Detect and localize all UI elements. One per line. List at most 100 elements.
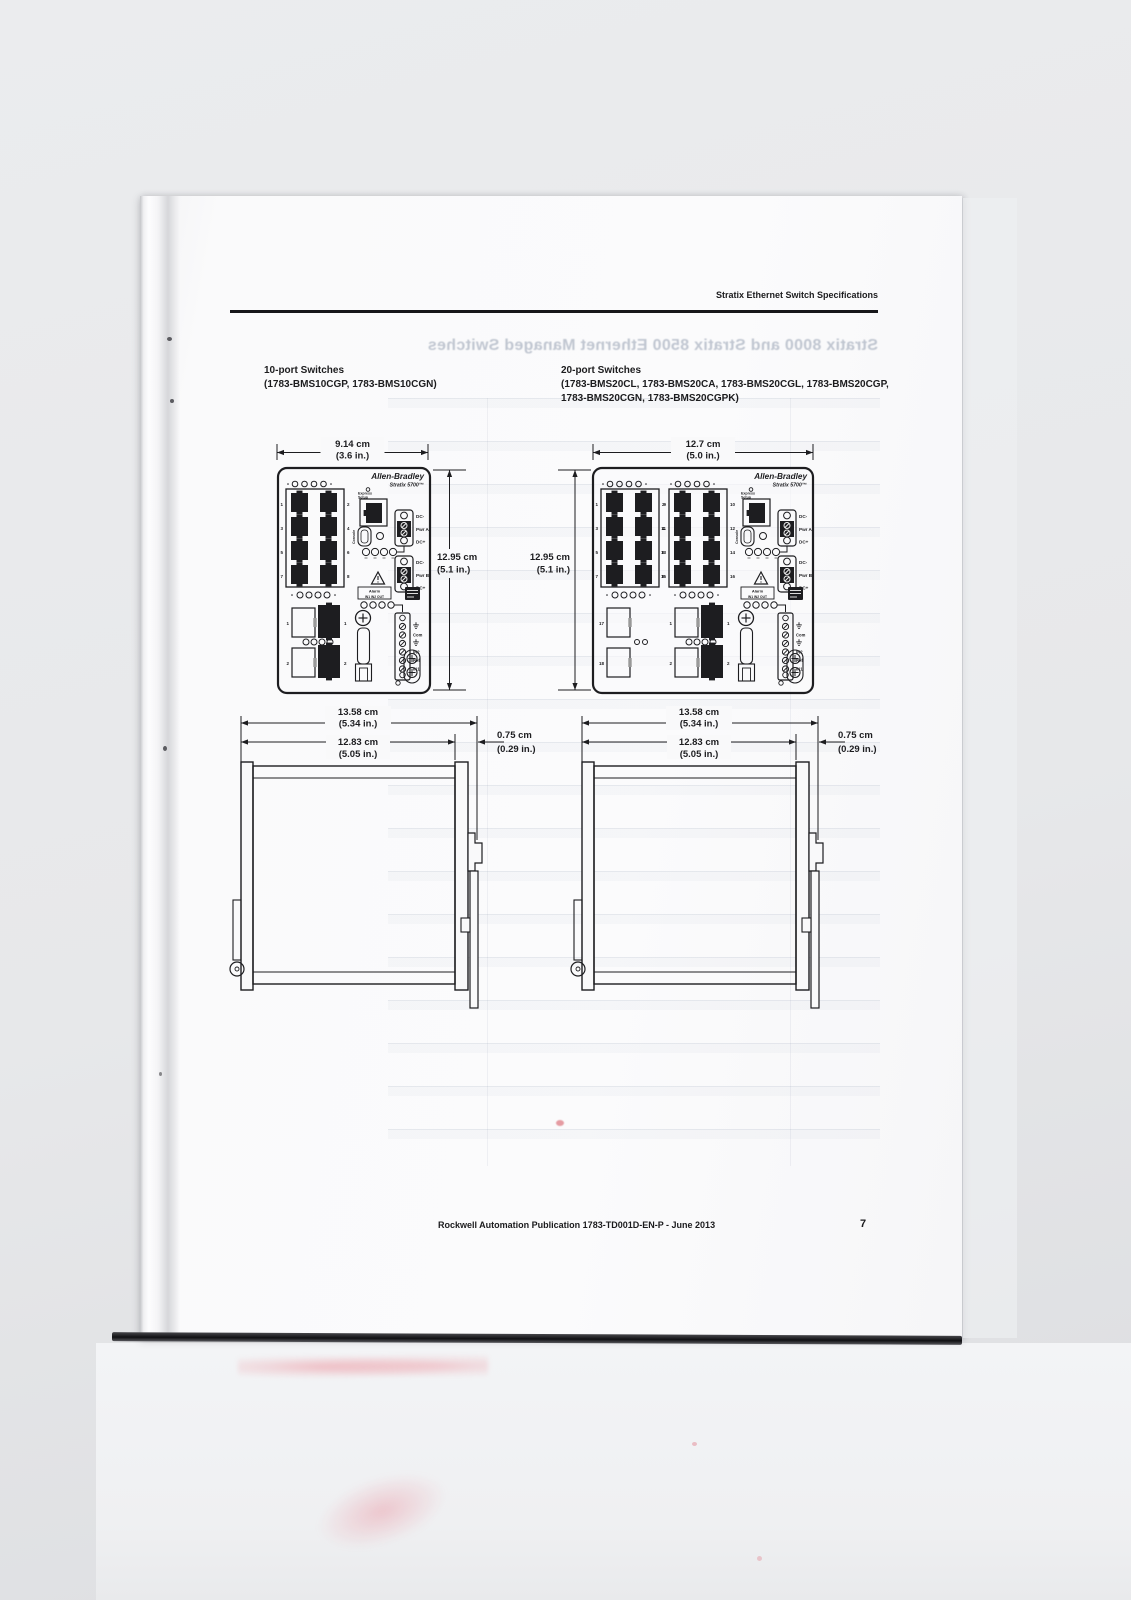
svg-text:Setup: Setup bbox=[741, 496, 752, 500]
svg-text:16: 16 bbox=[730, 574, 736, 579]
svg-text:DC-: DC- bbox=[799, 514, 808, 519]
section-10port: 10-port Switches (1783-BMS10CGP, 1783-BM… bbox=[264, 364, 437, 392]
page-right-edge bbox=[962, 198, 1017, 1338]
svg-text:(5.1 in.): (5.1 in.) bbox=[437, 565, 470, 576]
section-20port-catalogs-2: 1783-BMS20CGN, 1783-BMS20CGPK) bbox=[561, 393, 739, 404]
svg-text:Stratix 5700™: Stratix 5700™ bbox=[773, 483, 807, 489]
svg-text:Pwr A: Pwr A bbox=[799, 527, 813, 532]
header-rule bbox=[230, 310, 878, 313]
svg-text:1: 1 bbox=[595, 502, 598, 507]
staple-speck bbox=[159, 1072, 162, 1076]
svg-text:Pwr B: Pwr B bbox=[799, 573, 813, 578]
svg-text:Pwr B: Pwr B bbox=[416, 573, 430, 578]
svg-text:Alarm: Alarm bbox=[369, 589, 381, 594]
svg-text:(0.29 in.): (0.29 in.) bbox=[838, 744, 877, 755]
svg-text:1: 1 bbox=[344, 621, 347, 626]
svg-text:14: 14 bbox=[730, 550, 736, 555]
height-dimension-10port: 12.95 cm (5.1 in.) bbox=[433, 469, 477, 691]
section-20port: 20-port Switches (1783-BMS20CL, 1783-BMS… bbox=[561, 364, 889, 406]
svg-text:2: 2 bbox=[347, 502, 350, 507]
svg-text:(5.05 in.): (5.05 in.) bbox=[680, 749, 719, 760]
svg-text:2: 2 bbox=[669, 661, 672, 666]
page-number: 7 bbox=[860, 1218, 867, 1230]
svg-text:DC+: DC+ bbox=[799, 540, 809, 545]
bleedthrough-column-line bbox=[790, 398, 791, 1166]
svg-text:Express: Express bbox=[741, 492, 755, 496]
svg-text:(0.29 in.): (0.29 in.) bbox=[497, 744, 536, 755]
svg-text:Alarm: Alarm bbox=[752, 589, 764, 594]
width-dimension-10port: 9.14 cm(3.6 in.) bbox=[276, 437, 429, 462]
svg-text:Pwr A: Pwr A bbox=[416, 527, 430, 532]
svg-text:12.95 cm: 12.95 cm bbox=[437, 552, 477, 563]
svg-text:IN1 IN2 OUT: IN1 IN2 OUT bbox=[365, 595, 384, 599]
svg-text:(5.05 in.): (5.05 in.) bbox=[339, 749, 378, 760]
svg-text:Com: Com bbox=[796, 633, 806, 638]
svg-text:6: 6 bbox=[347, 550, 350, 555]
svg-text:1: 1 bbox=[727, 621, 730, 626]
side-view-20port bbox=[570, 761, 824, 1009]
svg-text:8: 8 bbox=[347, 574, 350, 579]
svg-text:13.58 cm: 13.58 cm bbox=[338, 707, 378, 718]
svg-text:0.75 cm: 0.75 cm bbox=[497, 730, 532, 741]
svg-text:2: 2 bbox=[286, 661, 289, 666]
page-binding-fold bbox=[140, 196, 180, 1338]
svg-text:5: 5 bbox=[280, 550, 283, 555]
svg-text:3: 3 bbox=[280, 526, 283, 531]
height-dimension-20port: 12.95 cm(5.1 in.) bbox=[530, 469, 591, 691]
svg-text:10: 10 bbox=[730, 502, 736, 507]
section-10port-catalogs: (1783-BMS10CGP, 1783-BMS10CGN) bbox=[264, 379, 437, 390]
svg-text:5: 5 bbox=[595, 550, 598, 555]
svg-text:12: 12 bbox=[730, 526, 736, 531]
width-dimension-20port: 12.7 cm(5.0 in.) bbox=[592, 437, 814, 462]
staple-speck bbox=[163, 746, 167, 751]
svg-text:12.83 cm: 12.83 cm bbox=[679, 737, 719, 748]
svg-text:6: 6 bbox=[662, 550, 665, 555]
svg-text:8: 8 bbox=[662, 574, 665, 579]
svg-text:Allen-Bradley: Allen-Bradley bbox=[753, 472, 807, 481]
svg-text:13.58 cm: 13.58 cm bbox=[679, 707, 719, 718]
svg-text:2: 2 bbox=[662, 502, 665, 507]
bleedthrough-column-line bbox=[487, 398, 488, 1166]
svg-text:(3.6 in.): (3.6 in.) bbox=[336, 451, 369, 462]
svg-text:1: 1 bbox=[280, 502, 283, 507]
svg-text:1: 1 bbox=[286, 621, 289, 626]
running-header: Stratix Ethernet Switch Specifications bbox=[715, 290, 878, 300]
svg-text:4: 4 bbox=[347, 526, 350, 531]
staple-speck bbox=[167, 337, 172, 341]
svg-text:2: 2 bbox=[727, 661, 730, 666]
svg-text:12.7 cm: 12.7 cm bbox=[686, 439, 721, 450]
section-20port-title: 20-port Switches bbox=[561, 365, 642, 376]
svg-text:1: 1 bbox=[669, 621, 672, 626]
svg-text:17: 17 bbox=[599, 621, 605, 626]
svg-text:Express: Express bbox=[358, 492, 372, 496]
svg-text:IN1 IN2 OUT: IN1 IN2 OUT bbox=[748, 595, 767, 599]
svg-text:DC-: DC- bbox=[799, 560, 808, 565]
svg-text:13: 13 bbox=[661, 550, 667, 555]
svg-text:Allen-Bradley: Allen-Bradley bbox=[370, 472, 424, 481]
svg-text:DC+: DC+ bbox=[799, 586, 809, 591]
svg-text:Com: Com bbox=[413, 633, 423, 638]
svg-text:11: 11 bbox=[661, 526, 666, 531]
underlying-sheet bbox=[96, 1343, 1131, 1600]
svg-text:Setup: Setup bbox=[358, 496, 369, 500]
svg-text:(5.34 in.): (5.34 in.) bbox=[339, 719, 378, 730]
svg-text:9.14 cm: 9.14 cm bbox=[335, 439, 370, 450]
svg-text:DC-: DC- bbox=[416, 560, 425, 565]
side-dimensions-right: 13.58 cm(5.34 in.) 12.83 cm(5.05 in.) 0.75… bbox=[581, 706, 877, 840]
svg-text:15: 15 bbox=[661, 574, 667, 579]
side-view-10port bbox=[229, 761, 483, 1009]
svg-text:0.75 cm: 0.75 cm bbox=[838, 730, 873, 741]
svg-text:Stratix 5700™: Stratix 5700™ bbox=[390, 483, 424, 489]
svg-text:(5.34 in.): (5.34 in.) bbox=[680, 719, 719, 730]
svg-text:(5.0 in.): (5.0 in.) bbox=[686, 451, 719, 462]
svg-text:12.83 cm: 12.83 cm bbox=[338, 737, 378, 748]
svg-text:IN1: IN1 bbox=[413, 667, 420, 672]
svg-text:DC+: DC+ bbox=[416, 540, 426, 545]
svg-text:2: 2 bbox=[344, 661, 347, 666]
section-10port-title: 10-port Switches bbox=[264, 365, 345, 376]
svg-text:Console: Console bbox=[735, 530, 739, 544]
svg-text:IN1: IN1 bbox=[796, 667, 803, 672]
side-dimensions-left: 13.58 cm(5.34 in.) 12.83 cm(5.05 in.) 0.75… bbox=[240, 706, 536, 840]
